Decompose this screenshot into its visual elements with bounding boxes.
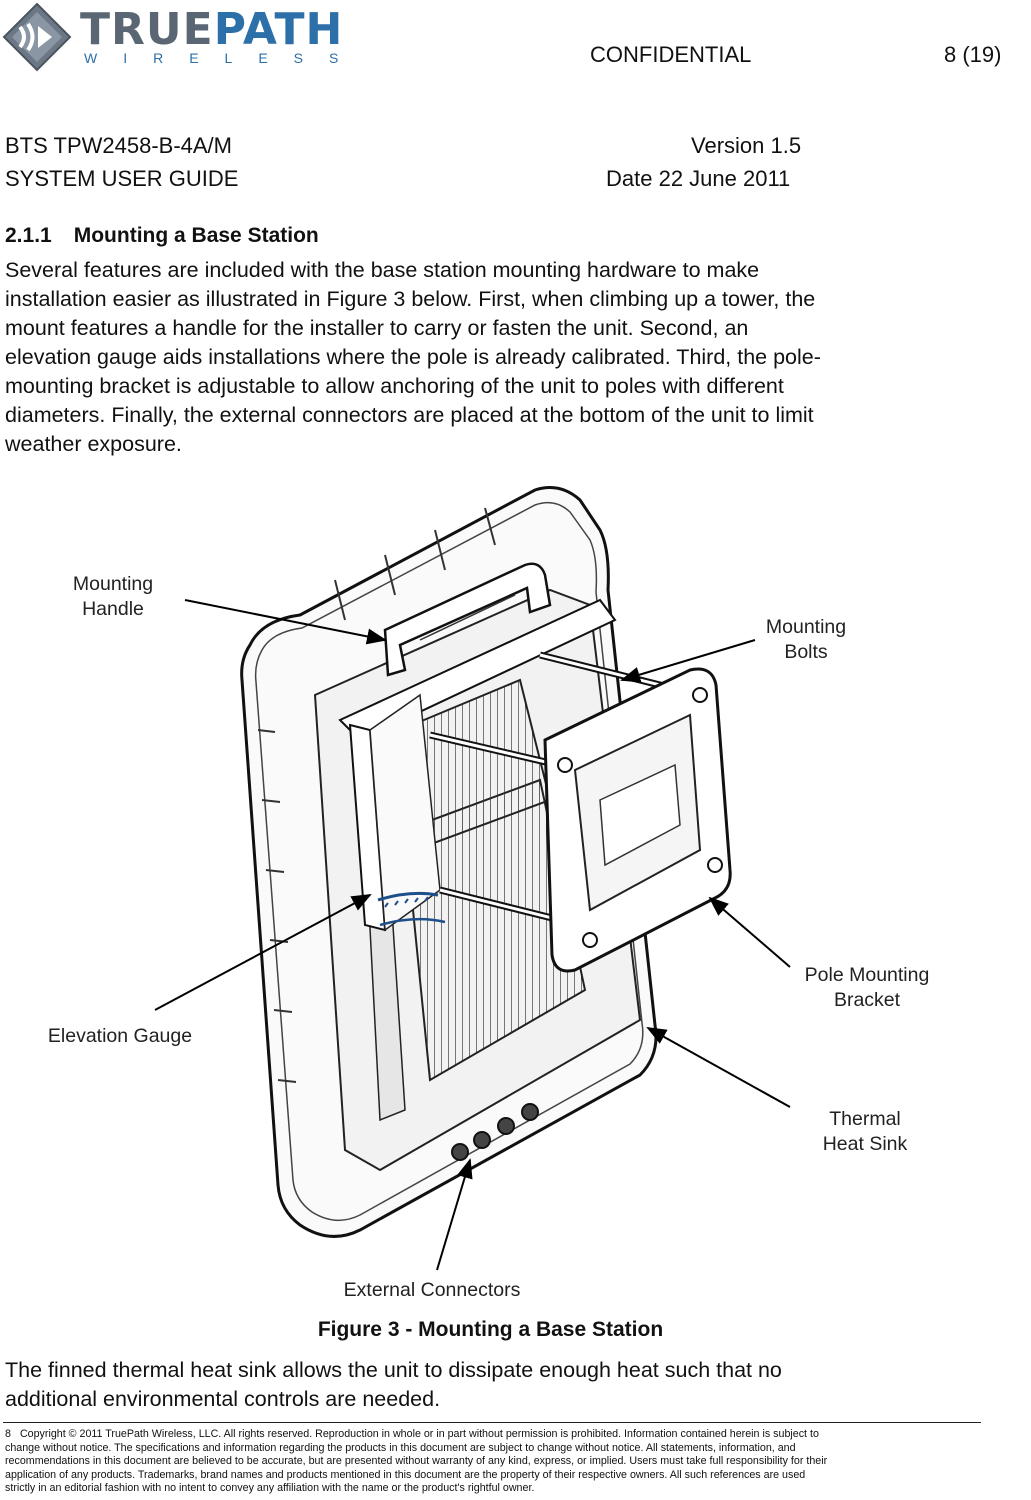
label-line: Bracket [833,989,901,1011]
label-line: Mounting [72,573,154,595]
elevation-gauge [377,891,446,927]
paragraph-line: elevation gauge aids installations where… [5,345,821,369]
section-heading: 2.1.1 Mounting a Base Station [5,224,319,248]
footer-line: strictly in an editorial fashion with no… [5,1482,535,1494]
doc-id: BTS TPW2458-B-4A/M [5,133,232,158]
label-line: Thermal [829,1108,901,1130]
footer-line: change without notice. The specification… [5,1441,796,1454]
paragraph-line: mount features a handle for the installe… [5,316,749,340]
paragraph-line: Several features are included with the b… [5,258,760,282]
logo-text-path: PATH [213,4,344,55]
label-line: Handle [82,598,144,620]
paragraph-line: diameters. Finally, the external connect… [5,403,814,427]
paragraph-line: The finned thermal heat sink allows the … [5,1358,782,1382]
footer-line: application of any products. Trademarks,… [5,1468,806,1481]
label-mounting-handle: Mounting Handle [48,572,178,622]
label-elevation-gauge: Elevation Gauge [47,1025,193,1047]
pole-mounting-bracket [543,667,732,973]
label-line: Heat Sink [822,1133,908,1155]
page-indicator: 8 (19) [944,42,1002,67]
confidential-label: CONFIDENTIAL [590,42,752,67]
label-line: Mounting [765,616,847,638]
footer-page-number: 8 [5,1428,11,1440]
external-connectors [451,1103,539,1161]
doc-type: SYSTEM USER GUIDE [5,166,239,191]
base-station-figure [154,486,791,1271]
doc-date: Date 22 June 2011 [606,166,791,191]
closing-paragraph: The finned thermal heat sink allows the … [5,1356,1015,1414]
footer-line: recommendations in this document are bel… [5,1455,828,1467]
logo-emblem-icon [2,2,72,72]
logo-text-true: TRUE [80,4,214,55]
thermal-heat-sink [367,678,587,1122]
section-title: Mounting a Base Station [73,224,319,247]
label-line: Pole Mounting [804,964,930,986]
section-number: 2.1.1 [5,224,52,247]
figure-caption: Figure 3 - Mounting a Base Station [317,1318,664,1341]
label-pole-mounting-bracket: Pole Mounting Bracket [782,963,952,1013]
truepath-logo: TRUEPATH WIRELESS [2,0,362,75]
label-external-connectors: External Connectors [343,1279,521,1301]
footer-divider [3,1422,981,1423]
paragraph-line: additional environmental controls are ne… [5,1387,441,1411]
paragraph-line: mounting bracket is adjustable to allow … [5,374,784,398]
callout-arrows [154,599,791,1271]
label-thermal-heat-sink: Thermal Heat Sink [800,1107,930,1157]
paragraph-line: weather exposure. [5,432,182,456]
doc-version: Version 1.5 [691,133,802,158]
label-mounting-bolts: Mounting Bolts [741,615,871,665]
logo-subtext: WIRELESS [84,50,365,66]
mounting-handle [383,562,552,677]
paragraph-line: installation easier as illustrated in Fi… [5,287,816,311]
section-paragraph: Several features are included with the b… [5,256,1015,459]
label-line: Bolts [784,641,828,663]
